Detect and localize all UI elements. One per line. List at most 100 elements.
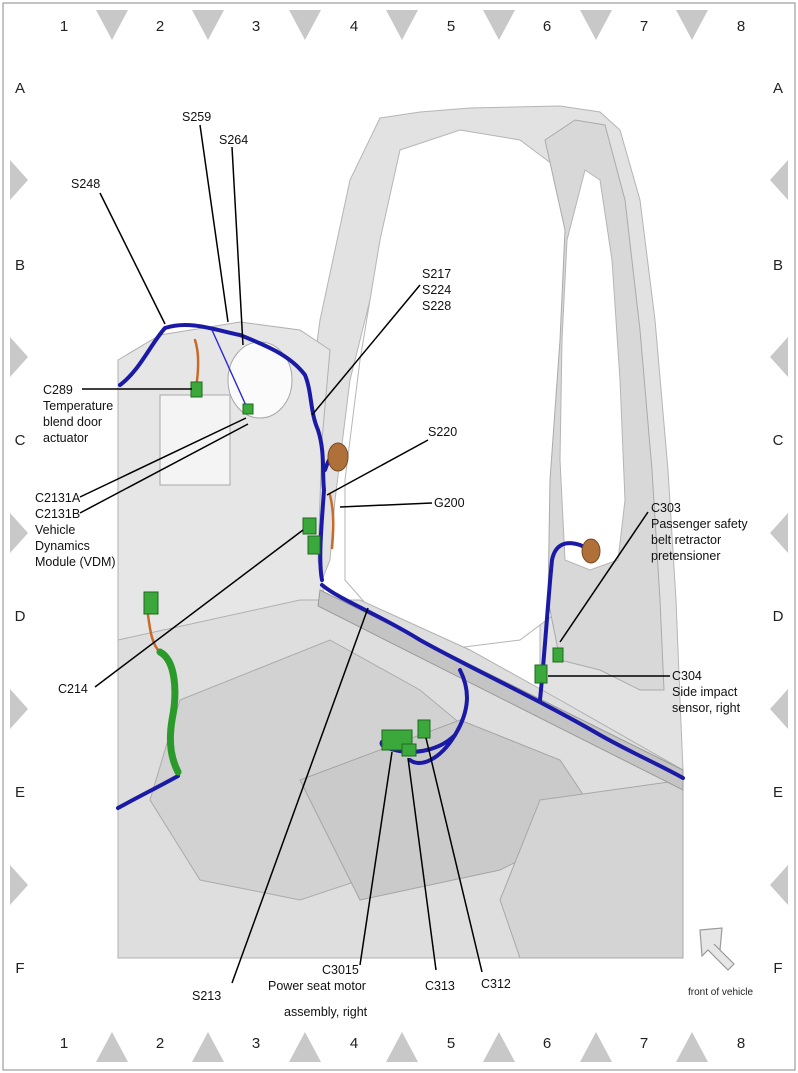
grid-markers-bottom: [96, 1032, 708, 1062]
grid-marker-bottom: [580, 1032, 612, 1062]
row-label-f: F: [15, 960, 24, 977]
front-of-vehicle-indicator: front of vehicle: [688, 927, 753, 998]
s264-label: S264: [219, 133, 248, 147]
c303-connector: [552, 647, 564, 663]
col-label-2-bottom: 2: [156, 1035, 164, 1052]
c304-connector: [534, 664, 548, 684]
pillar-ground-eyelet: [581, 538, 601, 564]
col-label-8: 8: [737, 18, 745, 35]
column-labels-bottom: 1 2 3 4 5 6 7 8: [60, 1035, 745, 1052]
c3015-desc-1: Power seat motor: [268, 979, 366, 993]
grid-marker-right: [770, 865, 788, 905]
grid-marker-right: [770, 513, 788, 553]
c289-desc-3: actuator: [43, 431, 88, 445]
col-label-6: 6: [543, 18, 551, 35]
c312-label: C312: [481, 977, 511, 991]
col-label-7: 7: [640, 18, 648, 35]
c313-label: C313: [425, 979, 455, 993]
col-label-3-bottom: 3: [252, 1035, 260, 1052]
grid-marker-left: [10, 865, 28, 905]
c3015-label: C3015: [322, 963, 359, 977]
col-label-8-bottom: 8: [737, 1035, 745, 1052]
c2131-connector: [242, 403, 254, 415]
c303-label: C303: [651, 501, 681, 515]
g200-leader: [339, 502, 433, 508]
s217-leader: [311, 284, 421, 416]
c303-leader: [559, 511, 649, 643]
c312-leader: [425, 737, 483, 973]
grid-marker-right: [770, 160, 788, 200]
ground-eyelets: [327, 442, 601, 564]
c2131b-leader: [79, 423, 249, 514]
c304-label: C304: [672, 669, 702, 683]
c303-label-group: C303 Passenger safety belt retractor pre…: [651, 501, 748, 563]
grid-marker-top: [580, 10, 612, 40]
row-labels-left: A B C D E F: [15, 80, 26, 977]
front-of-vehicle-label: front of vehicle: [688, 987, 753, 998]
col-label-2: 2: [156, 18, 164, 35]
g200-label: G200: [434, 496, 465, 510]
c313-connector: [401, 743, 417, 757]
rocker-sill: [317, 589, 684, 791]
grid-marker-bottom: [483, 1032, 515, 1062]
c3015-desc-2: assembly, right: [284, 1005, 368, 1019]
c214-label: C214: [58, 682, 88, 696]
c214-leader: [94, 529, 304, 688]
rear-window-opening: [559, 169, 626, 571]
s217-label: S217: [422, 267, 451, 281]
col-label-7-bottom: 7: [640, 1035, 648, 1052]
harness-main-upper: [118, 323, 326, 582]
grid-markers-top: [96, 10, 708, 40]
grid-marker-bottom: [386, 1032, 418, 1062]
vdm-thin-wire: [211, 329, 249, 411]
grid-marker-top: [386, 10, 418, 40]
c2131-label-group: C2131A C2131B Vehicle Dynamics Module (V…: [35, 491, 116, 569]
grid-marker-left: [10, 689, 28, 729]
row-label-e-right: E: [773, 784, 783, 801]
grid-marker-bottom: [192, 1032, 224, 1062]
s217-label-group: S217 S224 S228: [422, 267, 451, 313]
grid-marker-top: [289, 10, 321, 40]
row-label-c-right: C: [773, 432, 784, 449]
c303-desc-3: pretensioner: [651, 549, 721, 563]
s220-leader: [326, 439, 429, 496]
c289-label: C289: [43, 383, 73, 397]
harness-left-floor: [116, 774, 180, 810]
c3015-label-group: C3015 Power seat motor assembly, right: [268, 963, 368, 1019]
c304-desc-2: sensor, right: [672, 701, 741, 715]
col-label-6-bottom: 6: [543, 1035, 551, 1052]
col-label-5-bottom: 5: [447, 1035, 455, 1052]
callouts: S259 S264 S248 S217 S224 S228 C289 Tempe…: [35, 110, 748, 1019]
c214-connector-a: [302, 517, 317, 535]
col-label-4-bottom: 4: [350, 1035, 358, 1052]
col-label-1-bottom: 1: [60, 1035, 68, 1052]
c2131-desc-2: Dynamics: [35, 539, 90, 553]
row-label-e: E: [15, 784, 25, 801]
row-label-a-right: A: [773, 80, 783, 97]
grid-marker-bottom: [96, 1032, 128, 1062]
c289-label-group: C289 Temperature blend door actuator: [43, 383, 113, 445]
grid-marker-right: [770, 689, 788, 729]
row-label-a: A: [15, 80, 25, 97]
c3015-leader: [359, 751, 393, 966]
s224-label: S224: [422, 283, 451, 297]
c312-connector: [417, 719, 431, 739]
col-label-3: 3: [252, 18, 260, 35]
s264-leader: [231, 146, 244, 346]
c313-leader: [407, 757, 437, 971]
c289-desc-2: blend door: [43, 415, 102, 429]
c2131b-label: C2131B: [35, 507, 80, 521]
row-label-d: D: [15, 608, 26, 625]
leader-lines: [79, 124, 670, 984]
row-label-b-right: B: [773, 257, 783, 274]
grid-marker-top: [676, 10, 708, 40]
row-label-f-right: F: [773, 960, 782, 977]
c289-connector: [190, 381, 203, 398]
grid-markers-right: [770, 160, 788, 905]
s220-label: S220: [428, 425, 457, 439]
grid-marker-right: [770, 337, 788, 377]
g200-ground-eyelet: [327, 442, 349, 472]
c2131-desc-3: Module (VDM): [35, 555, 116, 569]
grid-marker-top: [96, 10, 128, 40]
